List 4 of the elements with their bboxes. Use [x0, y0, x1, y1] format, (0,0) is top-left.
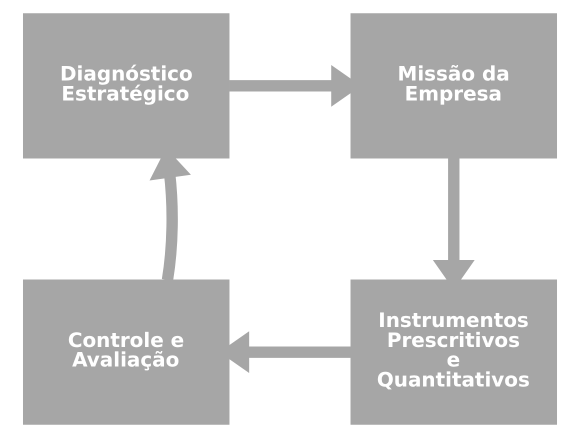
- node-box: Diagnóstico Estratégico: [22, 13, 230, 158]
- node-box: Missão da Empresa: [350, 13, 558, 158]
- node-box: Controle e Avaliação: [22, 280, 230, 425]
- node-box: Instrumentos Prescritivos e Quantitativos: [350, 280, 558, 425]
